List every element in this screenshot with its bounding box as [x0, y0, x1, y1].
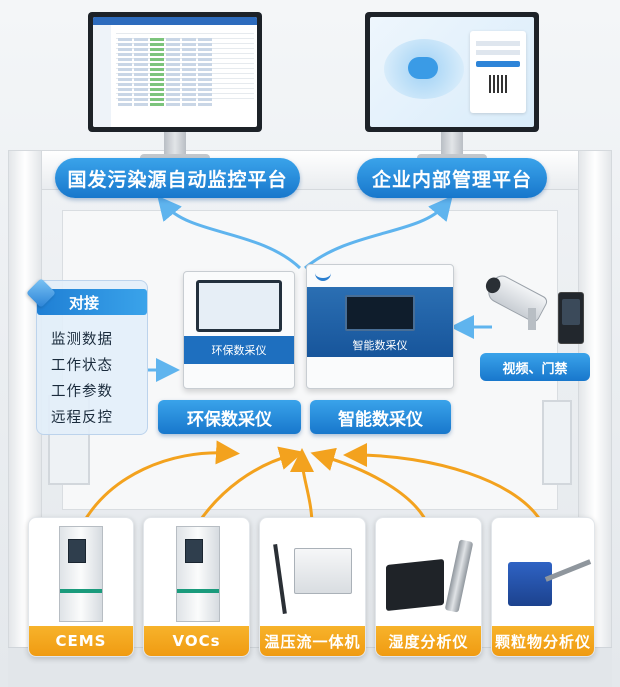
device-screen: [345, 295, 415, 331]
data-table-screen: [93, 17, 257, 127]
env-data-collector: 环保数采仪: [183, 271, 295, 389]
cabinet-icon: [59, 526, 103, 622]
smart-collector-label: 智能数采仪: [310, 400, 451, 434]
instrument-cems: CEMS: [28, 517, 134, 657]
flow-meter-icon: [294, 548, 352, 594]
probe-icon: [273, 544, 287, 614]
interface-list: 监测数据 工作状态 工作参数 远程反控: [51, 327, 113, 431]
instrument-label: CEMS: [29, 626, 133, 656]
monitor-neck: [164, 132, 186, 158]
interface-card-title: 对接: [37, 289, 147, 315]
interface-item: 远程反控: [51, 410, 113, 426]
device-screen: [196, 280, 282, 332]
sensor-probe-icon: [444, 539, 474, 613]
smart-data-collector: 智能数采仪: [306, 264, 454, 389]
interface-item: 监测数据: [51, 332, 113, 348]
cloud-icon: [408, 57, 438, 79]
qr-code-icon: [489, 75, 507, 93]
enterprise-platform-label: 企业内部管理平台: [357, 158, 547, 198]
instrument-humidity: 湿度分析仪: [375, 517, 482, 657]
instrument-particle: 颗粒物分析仪: [491, 517, 595, 657]
particle-box-icon: [508, 562, 552, 606]
analyzer-box-icon: [386, 558, 444, 612]
access-control-icon: [558, 292, 584, 344]
instrument-label: 湿度分析仪: [376, 626, 481, 656]
interface-item: 工作状态: [51, 358, 113, 374]
instrument-label: 温压流一体机: [260, 626, 365, 656]
login-screen: [370, 17, 534, 127]
camera-mount: [528, 308, 536, 330]
env-collector-label: 环保数采仪: [158, 400, 301, 434]
interface-item: 工作参数: [51, 384, 113, 400]
national-platform-label: 国发污染源自动监控平台: [55, 158, 300, 198]
instrument-flow: 温压流一体机: [259, 517, 366, 657]
instrument-label: VOCs: [144, 626, 249, 656]
video-access-label: 视频、门禁: [480, 353, 590, 381]
smart-device-screen-label: 智能数采仪: [352, 339, 408, 352]
interface-card: 对接 监测数据 工作状态 工作参数 远程反控: [26, 278, 148, 435]
monitor-neck: [441, 132, 463, 158]
national-platform-monitor: [88, 12, 262, 162]
env-device-screen-label: 环保数采仪: [184, 336, 294, 364]
enterprise-platform-monitor: [365, 12, 539, 162]
brand-logo-icon: [315, 271, 331, 281]
cabinet-icon: [176, 526, 220, 622]
right-window: [542, 400, 572, 485]
instrument-label: 颗粒物分析仪: [492, 626, 594, 656]
instrument-vocs: VOCs: [143, 517, 250, 657]
